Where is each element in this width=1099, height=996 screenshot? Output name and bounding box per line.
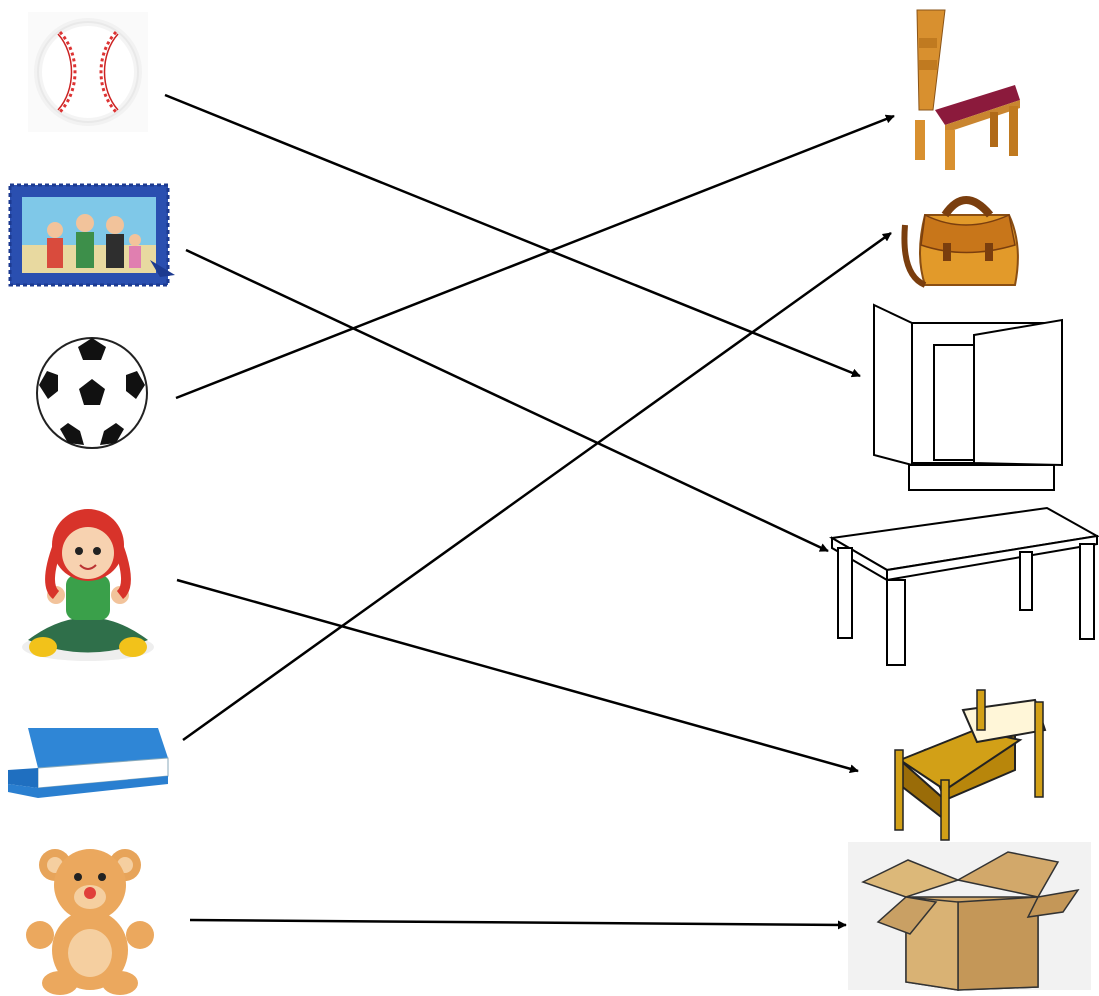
cardboard-box-icon: [848, 842, 1091, 991]
arrow-photo-frame-to-table: [185, 248, 829, 553]
cupboard-icon: [873, 303, 1063, 491]
arrow-baseball-to-cupboard: [164, 93, 861, 378]
arrow-doll-to-bed: [176, 578, 859, 774]
family-photo-frame-icon: [8, 183, 175, 287]
book-icon: [8, 728, 169, 798]
school-bag-icon: [901, 196, 1019, 288]
teddy-bear-icon: [26, 849, 154, 995]
arrow-book-to-school-bag: [182, 231, 892, 742]
doll-icon: [22, 509, 154, 661]
arrow-teddy-bear-to-cardboard-box: [189, 918, 847, 930]
arrow-soccer-ball-to-chair: [175, 114, 895, 400]
soccer-ball-icon: [36, 337, 148, 449]
table-icon: [828, 506, 1099, 666]
bed-icon: [894, 689, 1047, 841]
chair-icon: [915, 9, 1020, 170]
baseball-icon: [28, 12, 148, 132]
matching-arrows: [164, 93, 895, 930]
